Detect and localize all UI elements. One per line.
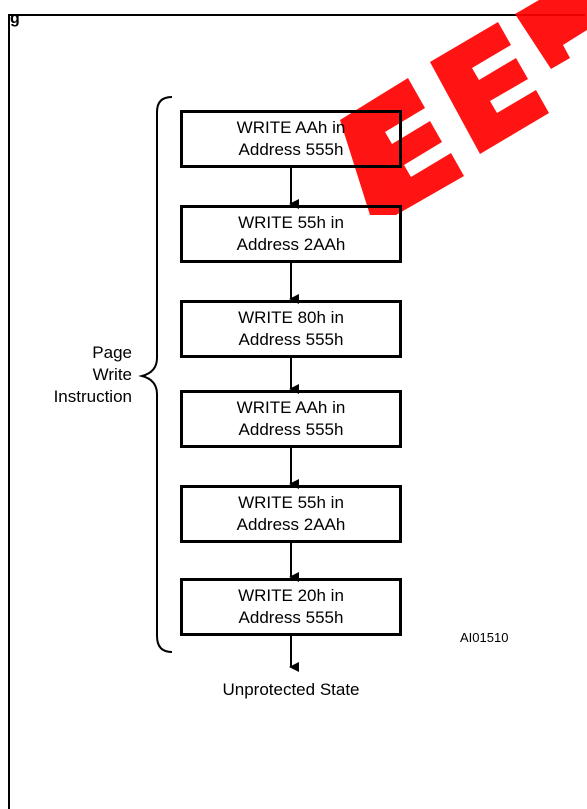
bracket-label-line: Page: [92, 343, 132, 362]
flow-step-line1: WRITE AAh in: [236, 118, 346, 137]
flow-step-box: WRITE 20h in Address 555h: [180, 578, 402, 636]
flow-step-line2: Address 2AAh: [236, 515, 346, 534]
flow-step-line2: Address 2AAh: [236, 235, 346, 254]
flow-step-box: WRITE 55h in Address 2AAh: [180, 485, 402, 543]
flow-step-box: WRITE 55h in Address 2AAh: [180, 205, 402, 263]
flow-step-line1: WRITE 55h in: [238, 493, 344, 512]
flow-step-line2: Address 555h: [238, 608, 344, 627]
bracket-label-line: Write: [92, 365, 132, 384]
end-state-label: Unprotected State: [222, 680, 360, 699]
flow-step-line2: Address 555h: [238, 140, 344, 159]
figure-title: g: [10, 10, 20, 27]
flow-step-line2: Address 555h: [238, 330, 344, 349]
flow-step-box: WRITE AAh in Address 555h: [180, 110, 402, 168]
flow-step-box: WRITE 80h in Address 555h: [180, 300, 402, 358]
left-brace: [138, 96, 173, 653]
bracket-label-line: Instruction: [53, 387, 132, 406]
flow-step-line1: WRITE 55h in: [238, 213, 344, 232]
figure-frame: g: [8, 10, 585, 809]
flow-step-line2: Address 555h: [238, 420, 344, 439]
flow-step-box: WRITE AAh in Address 555h: [180, 390, 402, 448]
flow-step-line1: WRITE AAh in: [236, 398, 346, 417]
bracket-label: Page Write Instruction: [40, 342, 132, 408]
figure-code: AI01510: [460, 630, 509, 645]
flow-step-line1: WRITE 80h in: [238, 308, 344, 327]
flow-step-line1: WRITE 20h in: [238, 586, 344, 605]
